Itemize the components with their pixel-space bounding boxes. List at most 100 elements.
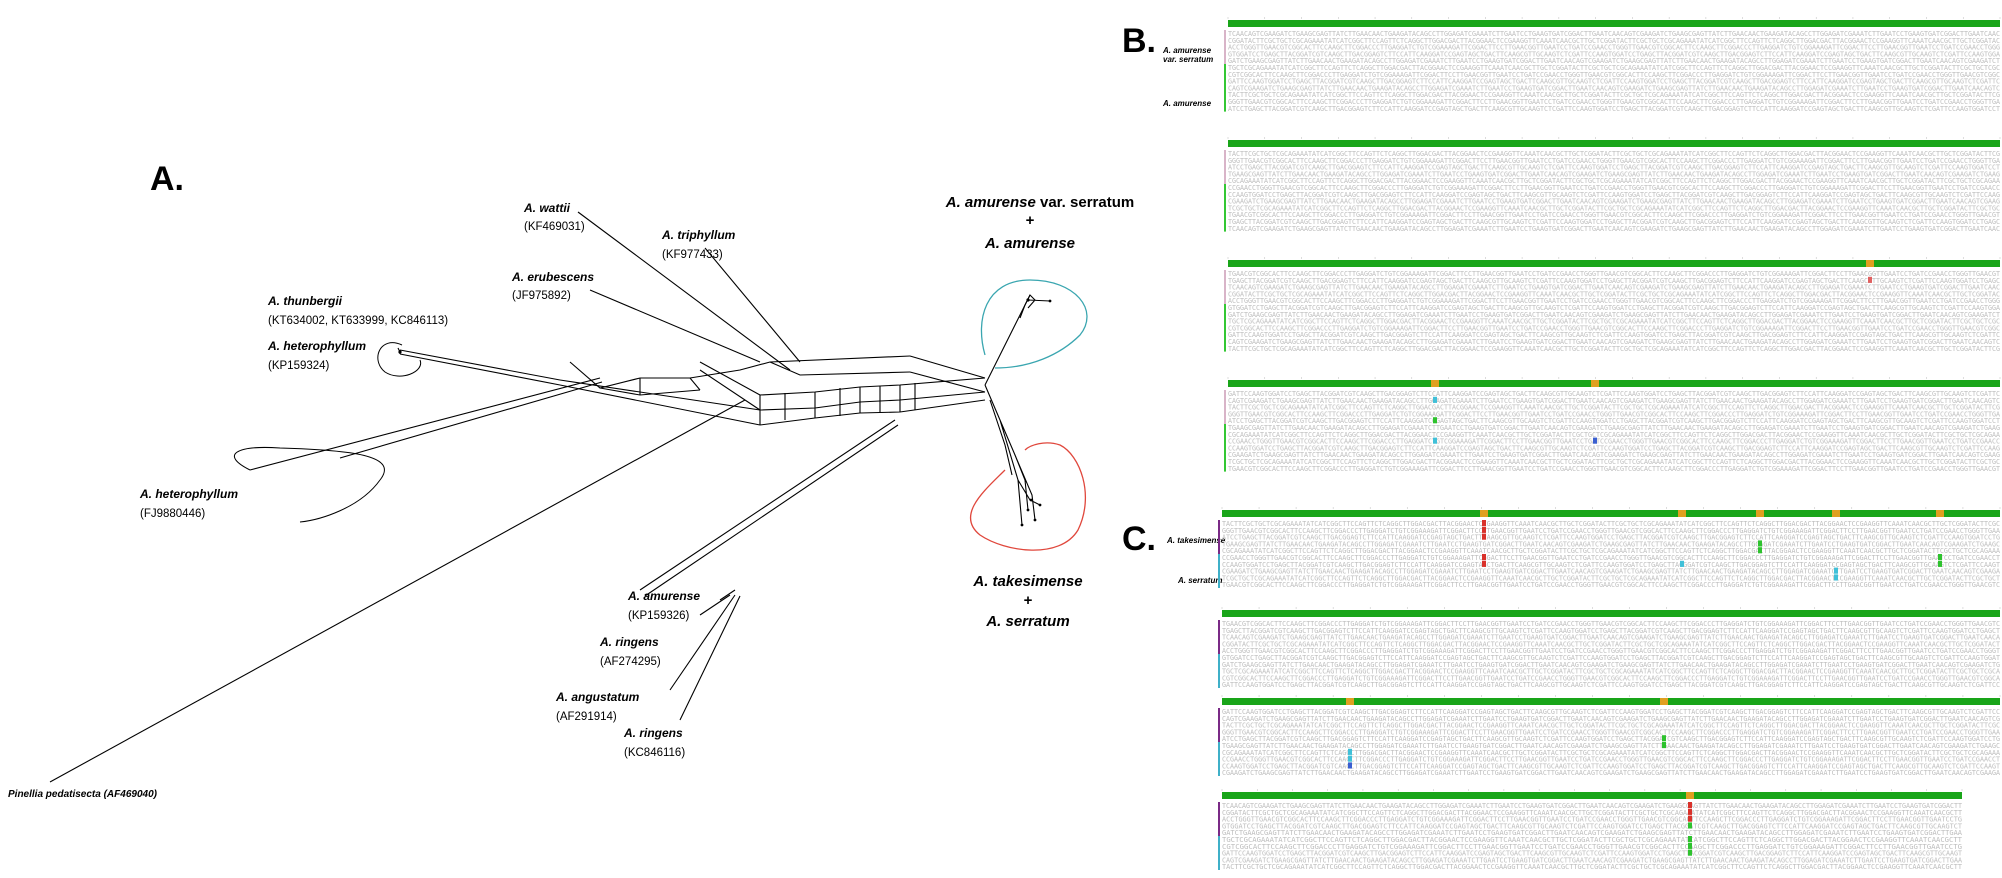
sequence-row: GTGGATCCTGAGCTTACGGATCGTCAAGCTTGACGGAGTC… — [1228, 50, 2000, 58]
sequence-row: ATCCTGAGCTTACGGATCGTCAAGCTTGACGGAGTCTTCC… — [1222, 534, 2000, 542]
sequence-row: TGAGCTTACGGATCGTCAAGCTTGACGGAGTCTTCCATTC… — [1222, 627, 2000, 635]
network-nodes — [398, 298, 1052, 527]
variant-cell — [1834, 567, 1838, 574]
variant-cell — [1938, 554, 1942, 561]
sequence-row: ACCTGGGTTGAACGTCGGCACTTCCAAGCTTCGGACCCTT… — [1228, 297, 2000, 305]
sequence-row: CGCAGAAATATCATCGGCTTCCAGTTCTCAGGCTTGGACG… — [1222, 547, 2000, 555]
alignment-c-label-takesimense: A. takesimense — [1166, 536, 1226, 545]
network-edge — [769, 361, 911, 376]
group-bar-1 — [1224, 150, 1226, 184]
taxon-accession-ringens-kc: (KC846116) — [624, 747, 685, 759]
consensus-variant-mark — [1756, 510, 1764, 517]
sequence-row: TACTTCGCTGCTCGCAGAAATATCATCGGCTTCCAGTTCT… — [1222, 863, 1962, 871]
consensus-variant-mark — [1832, 510, 1840, 517]
alignment-panel-c: C. A. takesimense A. serratum TACTTCGCTG… — [1122, 507, 2001, 871]
network-edge — [589, 289, 761, 363]
taxon-name-amurense: A. amurense — [627, 589, 700, 603]
sequence-row: CGCAGAAATATCATCGGCTTCCAGTTCTCAGGCTTGGACG… — [1228, 177, 2000, 185]
group-bar-2 — [1224, 64, 1226, 112]
sequence-row: TCAACAGTCGAAGATCTGAAGCGAGTTATCTTGAACAACT… — [1228, 284, 2000, 292]
alignment-c-label-serratum: A. serratum — [1177, 576, 1222, 585]
sequence-row: CGTCGGCACTTCCAAGCTTCGGACCCTTGAGGATCTGTCG… — [1222, 843, 1962, 851]
clade-heading-top: A. amurense var. serratum + A. amurense — [945, 194, 1134, 252]
sequence-row: TGAGCTTACGGATCGTCAAGCTTGACGGAGTCTTCCATTC… — [1228, 218, 2000, 226]
group-bar-2 — [1218, 742, 1220, 776]
taxon-accession-angustatum: (AF291914) — [556, 711, 617, 723]
sequence-row: ATCCTGAGCTTACGGATCGTCAAGCTTGACGGAGTCTTCC… — [1228, 105, 2000, 113]
sequence-row: ATCCTGAGCTTACGGATCGTCAAGCTTGACGGAGTCTTCC… — [1228, 164, 2000, 172]
network-edge — [569, 355, 911, 389]
network-node — [1033, 518, 1037, 522]
consensus-bar — [1228, 260, 2000, 267]
sequence-row: TGAAGCGAGTTATCTTGAACAACTGAAGATACAGCCTTGG… — [1228, 170, 2000, 178]
sequence-row: TGAACGTCGGCACTTCCAAGCTTCGGACCCTTGAGGATCT… — [1222, 620, 2000, 628]
sequence-row: GTGGATCCTGAGCTTACGGATCGTCAAGCTTGACGGAGTC… — [1228, 304, 2000, 312]
sequence-row: TCAACAGTCGAAGATCTGAAGCGAGTTATCTTGAACAACT… — [1228, 30, 2000, 38]
sequence-row: TGAAGCGAGTTATCTTGAACAACTGAAGATACAGCCTTGG… — [1228, 424, 2000, 432]
sequence-row: GATTCCAAGTGGATCCTGAGCTTACGGATCGTCAAGCTTG… — [1222, 708, 2000, 716]
taxon-name-thunbergii: A. thunbergii — [267, 294, 343, 308]
network-edge — [577, 211, 791, 371]
variant-cell — [1688, 802, 1692, 809]
network-edges — [49, 211, 1051, 783]
sequence-row: TACTTCGCTGCTCGCAGAAATATCATCGGCTTCCAGTTCT… — [1222, 722, 2000, 730]
clade-loop-takesimense — [969, 442, 1086, 551]
taxon-accession-wattii: (KF469031) — [524, 221, 585, 233]
taxon-name-triphyllum: A. triphyllum — [661, 228, 736, 242]
sequence-row: TGAAGCGAGTTATCTTGAACAACTGAAGATACAGCCTTGG… — [1222, 540, 2000, 548]
sequence-row: CGGATACTTCGCTGCTCGCAGAAATATCATCGGCTTCCAG… — [1228, 290, 2000, 298]
variant-cell — [1680, 560, 1684, 567]
taxon-accession-amurense: (KP159326) — [628, 610, 690, 622]
sequence-row: TGAACGTCGGCACTTCCAAGCTTCGGACCCTTGAGGATCT… — [1228, 465, 2000, 473]
sequence-row: GTGGATCCTGAGCTTACGGATCGTCAAGCTTGACGGAGTC… — [1222, 822, 1962, 830]
sequence-row: CGTCGGCACTTCCAAGCTTCGGACCCTTGAGGATCTGTCG… — [1228, 324, 2000, 332]
sequence-row: CGGATACTTCGCTGCTCGCAGAAATATCATCGGCTTCCAG… — [1222, 809, 1962, 817]
sequence-row: GATCTGAAGCGAGTTATCTTGAACAACTGAAGATACAGCC… — [1222, 829, 1962, 837]
variant-cell — [1482, 554, 1486, 561]
sequence-row: TACTTCGCTGCTCGCAGAAATATCATCGGCTTCCAGTTCT… — [1228, 150, 2000, 158]
alignment-b-label-serratum-2: var. serratum — [1163, 55, 1213, 64]
sequence-row: GGGTTGAACGTCGGCACTTCCAAGCTTCGGACCCTTGAGG… — [1222, 527, 2000, 535]
sequence-row: TCAACAGTCGAAGATCTGAAGCGAGTTATCTTGAACAACT… — [1222, 634, 2000, 642]
consensus-variant-mark — [1480, 510, 1488, 517]
network-edge — [989, 399, 1013, 476]
variant-cell — [1348, 762, 1352, 769]
variant-cell — [1688, 849, 1692, 856]
sequence-row: CAGTCGAAGATCTGAAGCGAGTTATCTTGAACAACTGAAG… — [1222, 856, 1962, 864]
network-edge — [599, 377, 701, 396]
sequence-row: ACCTGGGTTGAACGTCGGCACTTCCAAGCTTCGGACCCTT… — [1228, 44, 2000, 52]
sequence-row: CCGAACCTGGGTTGAACGTCGGCACTTCCAAGCTTCGGAC… — [1228, 184, 2000, 192]
sequence-row: TACTTCGCTGCTCGCAGAAATATCATCGGCTTCCAGTTCT… — [1228, 404, 2000, 412]
variant-cell — [1688, 815, 1692, 822]
sequence-row: TGAACGTCGGCACTTCCAAGCTTCGGACCCTTGAGGATCT… — [1222, 581, 2000, 589]
consensus-bar — [1222, 792, 1962, 799]
taxon-name-ringens-kc: A. ringens — [623, 726, 683, 740]
network-node — [1020, 523, 1024, 527]
taxon-name-ringens-af: A. ringens — [599, 635, 659, 649]
sequence-row: GGGTTGAACGTCGGCACTTCCAAGCTTCGGACCCTTGAGG… — [1228, 410, 2000, 418]
network-edge — [49, 399, 746, 783]
sequence-row: TGCTCGCAGAAATATCATCGGCTTCCAGTTCTCAGGCTTG… — [1228, 64, 2000, 72]
sequence-row: CGCAGAAATATCATCGGCTTCCAGTTCTCAGGCTTGGACG… — [1222, 749, 2000, 757]
network-node — [1029, 498, 1033, 502]
taxon-accession-erubescens: (JF975892) — [512, 290, 571, 302]
network-edge — [759, 399, 986, 426]
variant-cell — [1868, 276, 1872, 283]
network-edge — [399, 349, 561, 386]
consensus-bar — [1222, 610, 2000, 617]
alignment-b-label-serratum-1: A. amurense — [1162, 46, 1212, 55]
sequence-row: TGCTCGCAGAAATATCATCGGCTTCCAGTTCTCAGGCTTG… — [1222, 836, 1962, 844]
group-bar-1 — [1218, 708, 1220, 742]
clade-heading-top-line1: A. amurense var. serratum — [945, 194, 1134, 211]
clade-heading-bottom-plus: + — [1024, 592, 1033, 609]
consensus-bar — [1228, 140, 2000, 147]
network-edge — [984, 294, 1051, 386]
variant-cell — [1758, 547, 1762, 554]
variant-cell — [1688, 822, 1692, 829]
variant-cell — [1834, 574, 1838, 581]
consensus-variant-mark — [1866, 260, 1874, 267]
variant-cell — [1662, 735, 1666, 742]
sequence-row: GATCTGAAGCGAGTTATCTTGAACAACTGAAGATACAGCC… — [1228, 311, 2000, 319]
sequence-row: GATCTGAAGCGAGTTATCTTGAACAACTGAAGATACAGCC… — [1228, 57, 2000, 65]
alignment-c-blocks: TACTTCGCTGCTCGCAGAAATATCATCGGCTTCCAGTTCT… — [1218, 507, 2001, 871]
